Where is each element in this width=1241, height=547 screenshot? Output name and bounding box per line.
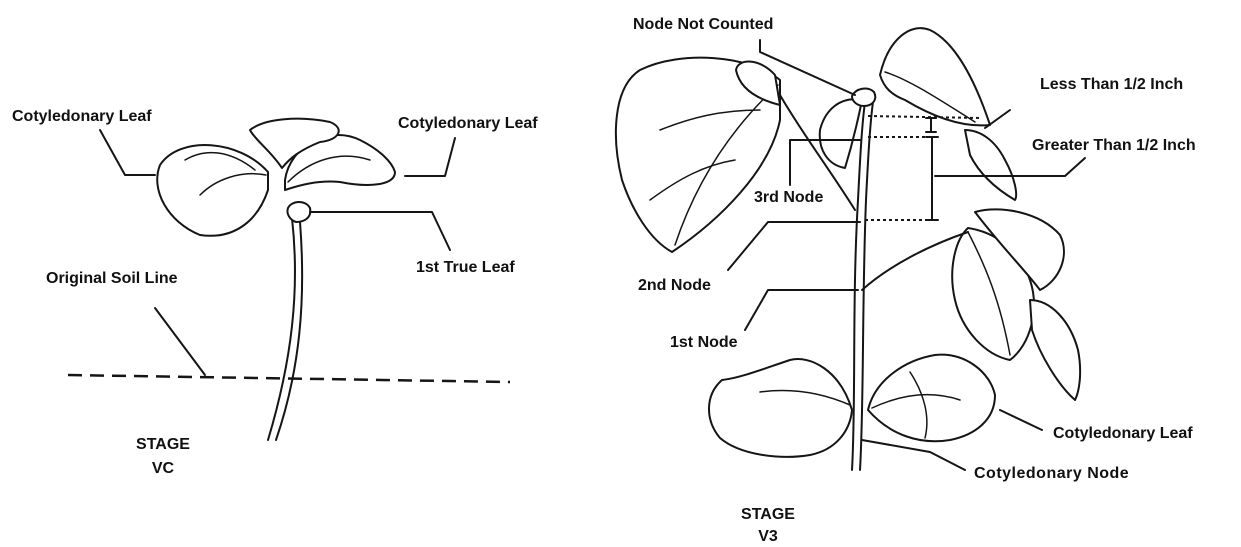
vc-label-cotyledonary-leaf-left: Cotyledonary Leaf <box>12 108 152 126</box>
v3-label-greater-than: Greater Than 1/2 Inch <box>1032 137 1196 155</box>
v3-label-less-than: Less Than 1/2 Inch <box>1040 76 1183 94</box>
v3-small-left-leaf <box>820 99 862 168</box>
v3-leader-cotyledonary-leaf <box>1000 410 1042 430</box>
v3-label-cotyledonary-leaf: Cotyledonary Leaf <box>1053 425 1193 443</box>
v3-cotyledon-left <box>709 359 852 457</box>
vc-cotyledon-left <box>157 145 268 236</box>
v3-leader-2nd-node <box>728 222 860 270</box>
vc-label-original-soil-line: Original Soil Line <box>46 270 178 288</box>
v3-label-stage: STAGE V3 <box>723 506 813 546</box>
v3-plant <box>616 28 1085 470</box>
vc-leader-soil <box>155 308 205 375</box>
vc-label-stage: STAGE VC <box>118 436 208 478</box>
v3-label-3rd-node: 3rd Node <box>754 189 823 207</box>
v3-measure-bracket-small <box>926 118 936 132</box>
vc-label-cotyledonary-leaf-right: Cotyledonary Leaf <box>398 115 538 133</box>
v3-cotyledon-right <box>868 355 995 442</box>
v3-leaf-mid-right-3 <box>1030 300 1080 400</box>
vc-stage-code: VC <box>118 460 208 478</box>
vc-stem-edge <box>276 222 302 440</box>
vc-stage-word: STAGE <box>118 436 208 454</box>
vc-leader-true-leaf <box>310 212 450 250</box>
vc-stem <box>268 218 295 440</box>
vc-leader-leaf-left <box>100 130 155 175</box>
v3-stage-code: V3 <box>723 528 813 546</box>
v3-label-2nd-node: 2nd Node <box>638 277 711 295</box>
vc-leader-leaf-right <box>405 138 455 176</box>
v3-leader-1st-node <box>745 290 858 330</box>
v3-label-node-not-counted: Node Not Counted <box>633 16 773 34</box>
v3-leader-cotyledonary-node <box>862 440 965 470</box>
vc-label-1st-true-leaf: 1st True Leaf <box>416 259 515 277</box>
vc-true-leaf-bud <box>287 202 310 222</box>
v3-stage-word: STAGE <box>723 506 813 524</box>
vc-soil-line <box>68 375 510 382</box>
v3-hanging-leaf <box>965 130 1016 200</box>
v3-label-1st-node: 1st Node <box>670 334 738 352</box>
v3-label-cotyledonary-node: Cotyledonary Node <box>974 465 1129 483</box>
v3-measure-bracket-large <box>926 137 938 220</box>
v3-node-not-counted <box>852 89 875 106</box>
